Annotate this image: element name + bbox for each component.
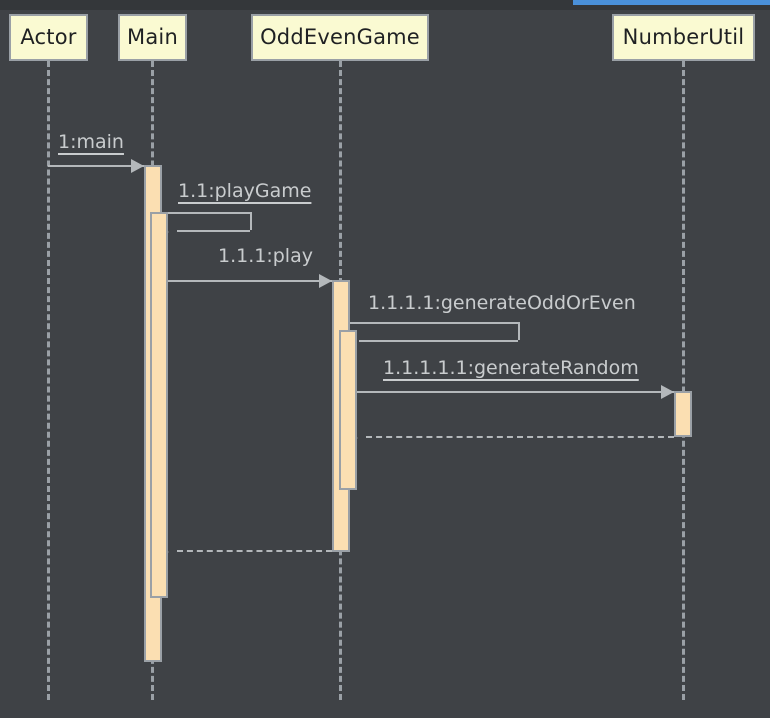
message-m5-arrowhead (661, 385, 674, 399)
message-m2-arrowhead (168, 224, 182, 238)
top-chrome-strip (0, 0, 770, 10)
message-r2-line (177, 550, 332, 552)
message-m4-line-back (359, 340, 518, 342)
message-m5-line (357, 391, 674, 393)
message-label-1.1.1.1[interactable]: 1.1.1.1:generateOddOrEven (368, 292, 636, 314)
message-m2-line-down (250, 212, 252, 230)
horizontal-scrollbar[interactable] (573, 0, 770, 5)
activation-bar-main-inner[interactable] (150, 212, 168, 598)
participant-box-oddevengame[interactable]: OddEvenGame (251, 14, 429, 61)
message-label-1.1[interactable]: 1.1:playGame (178, 180, 312, 202)
message-m2-line-out (168, 212, 250, 214)
message-r1-arrowhead (357, 430, 371, 444)
message-m4-line-down (518, 322, 520, 340)
activation-bar-nu-bar[interactable] (674, 391, 692, 437)
participant-box-main[interactable]: Main (118, 14, 187, 61)
message-m3-arrowhead (319, 274, 332, 288)
message-r1-line (366, 436, 674, 438)
message-label-1.1.1[interactable]: 1.1.1:play (218, 245, 313, 267)
message-m1-arrowhead (131, 159, 144, 173)
message-label-1.1.1.1.1[interactable]: 1.1.1.1.1:generateRandom (383, 357, 639, 379)
message-m4-line-out (350, 322, 518, 324)
lifeline-actor (47, 61, 50, 700)
message-m3-line (168, 280, 332, 282)
participant-box-numberutil[interactable]: NumberUtil (612, 14, 755, 61)
message-m2-line-back (177, 230, 250, 232)
message-label-1[interactable]: 1:main (58, 131, 124, 153)
message-r2-arrowhead (168, 544, 182, 558)
lifeline-numberutil (682, 61, 685, 700)
participant-box-actor[interactable]: Actor (9, 14, 88, 61)
activation-bar-oeg-inner[interactable] (339, 330, 357, 490)
message-m1-line (48, 165, 144, 167)
